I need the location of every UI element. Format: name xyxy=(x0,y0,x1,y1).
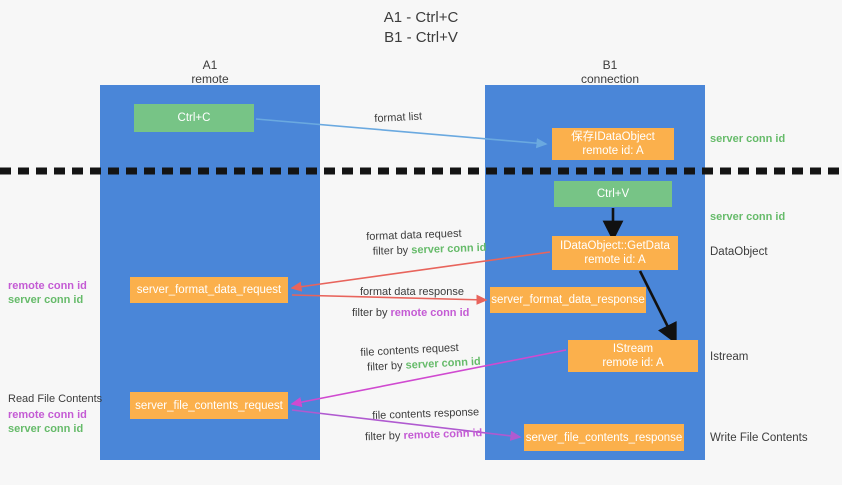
node-ctrl-v[interactable]: Ctrl+V xyxy=(554,181,672,207)
filter-key-server-conn-id: server conn id xyxy=(411,241,487,257)
annotation-server-conn-id-top-text: server conn id xyxy=(710,133,786,145)
node-server-file-contents-request-label: server_file_contents_request xyxy=(135,399,283,412)
node-ctrl-v-label: Ctrl+V xyxy=(596,188,630,200)
edge-label-file-contents-response-line1: file contents response xyxy=(372,406,480,422)
annotation-remote-conn-id-2: remote conn id xyxy=(8,409,87,421)
node-istream[interactable]: IStream remote id: A xyxy=(568,340,698,372)
annotation-conn-ids-format: remote conn id server conn id xyxy=(8,279,87,307)
annotation-write-file-contents: Write File Contents xyxy=(710,431,808,446)
column-b1-sub: connection xyxy=(580,72,640,86)
column-header-b1: B1 connection xyxy=(530,58,690,86)
node-ctrl-c-label: Ctrl+C xyxy=(177,112,211,124)
annotation-istream: Istream xyxy=(710,350,748,365)
title-line-2: B1 - Ctrl+V xyxy=(384,29,458,46)
annotation-server-conn-id-second: server conn id xyxy=(710,210,785,224)
node-idataobject-getdata-label: IDataObject::GetData xyxy=(560,240,670,252)
node-save-idataobject-subtitle: remote id: A xyxy=(582,145,644,157)
filter-prefix: filter by xyxy=(372,244,412,258)
node-istream-subtitle: remote id: A xyxy=(602,357,664,369)
annotation-server-conn-id-top: server conn id xyxy=(710,132,785,146)
node-server-format-data-response-label: server_format_data_response xyxy=(491,294,645,306)
node-idataobject-getdata-subtitle: remote id: A xyxy=(584,254,646,266)
edge-label-file-contents-request: file contents request filter by server c… xyxy=(360,340,481,376)
edge-label-format-data-request: format data request filter by server con… xyxy=(366,226,487,260)
node-server-file-contents-response-label: server_file_contents_response xyxy=(525,431,683,444)
filter-key-remote-conn-id: remote conn id xyxy=(390,307,470,319)
annotation-server-conn-id-1: server conn id xyxy=(8,294,84,306)
edge-label-format-data-response: format data response filter by remote co… xyxy=(352,285,469,321)
filter-key-remote-conn-id: remote conn id xyxy=(403,427,483,442)
column-header-a1: A1 remote xyxy=(130,58,290,86)
edge-label-format-list: format list xyxy=(374,110,422,127)
edge-label-format-data-request-filter: filter by server conn id xyxy=(373,241,487,260)
column-b1-name: B1 xyxy=(602,58,618,72)
edge-label-format-data-response-filter: filter by remote conn id xyxy=(352,306,469,321)
edge-label-file-contents-response: file contents response filter by remote … xyxy=(365,405,483,445)
edge-label-file-contents-response-filter: filter by remote conn id xyxy=(365,426,483,445)
column-a1-name: A1 xyxy=(202,58,218,72)
column-a1-sub: remote xyxy=(191,72,229,86)
annotation-read-file-contents-block: Read File Contents remote conn id server… xyxy=(8,392,102,436)
node-server-format-data-request[interactable]: server_format_data_request xyxy=(130,277,288,303)
edge-label-format-data-response-line1: format data response xyxy=(360,286,464,298)
node-server-file-contents-request[interactable]: server_file_contents_request xyxy=(130,392,288,419)
annotation-dataobject-text: DataObject xyxy=(710,246,768,258)
filter-prefix: filter by xyxy=(366,359,406,374)
filter-prefix: filter by xyxy=(364,429,404,444)
node-istream-label: IStream xyxy=(612,343,654,355)
annotation-istream-text: Istream xyxy=(710,351,749,363)
annotation-read-file-contents-text: Read File Contents xyxy=(8,393,103,405)
node-ctrl-c[interactable]: Ctrl+C xyxy=(134,104,254,132)
node-idataobject-getdata[interactable]: IDataObject::GetData remote id: A xyxy=(552,236,678,270)
node-server-file-contents-response[interactable]: server_file_contents_response xyxy=(524,424,684,451)
dashed-separator xyxy=(0,167,842,175)
annotation-remote-conn-id-1: remote conn id xyxy=(8,280,87,292)
annotation-server-conn-id-second-text: server conn id xyxy=(710,211,786,223)
annotation-write-file-contents-text: Write File Contents xyxy=(710,432,808,444)
title-line-1: A1 - Ctrl+C xyxy=(383,9,459,26)
filter-prefix: filter by xyxy=(352,307,391,319)
node-save-idataobject[interactable]: 保存IDataObject remote id: A xyxy=(552,128,674,160)
node-server-format-data-request-label: server_format_data_request xyxy=(136,284,282,296)
annotation-dataobject: DataObject xyxy=(710,245,768,260)
node-save-idataobject-label: 保存IDataObject xyxy=(571,131,655,143)
node-server-format-data-response[interactable]: server_format_data_response xyxy=(490,287,646,313)
page-title: A1 - Ctrl+C B1 - Ctrl+V xyxy=(0,8,842,48)
filter-key-server-conn-id: server conn id xyxy=(405,355,482,372)
annotation-server-conn-id-2: server conn id xyxy=(8,423,84,435)
edge-label-format-list-text: format list xyxy=(374,110,423,125)
